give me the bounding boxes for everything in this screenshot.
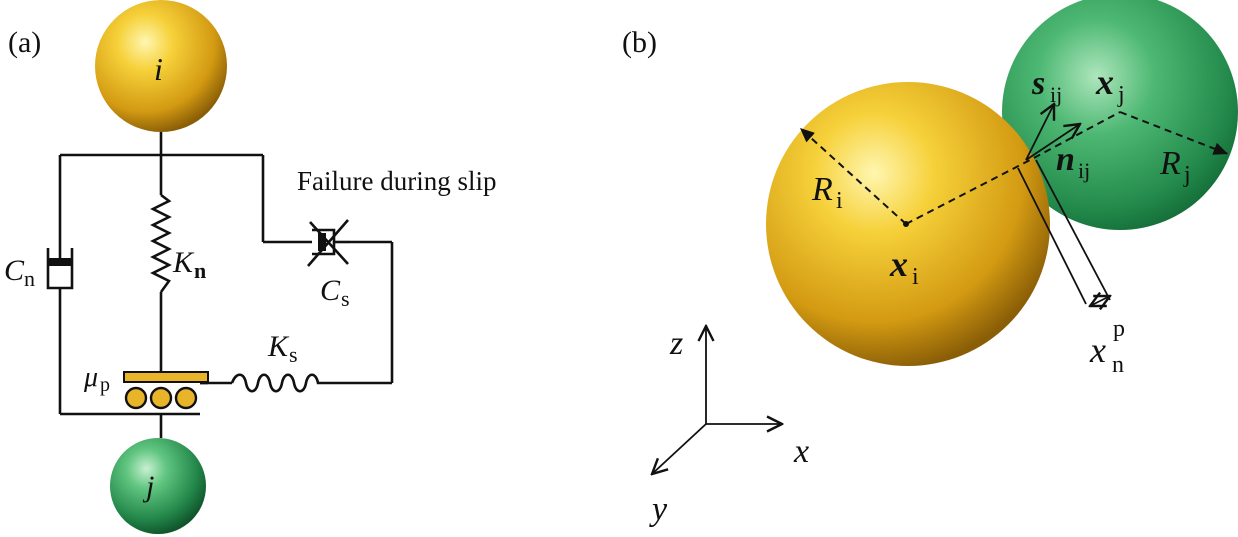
coordinate-axes [652,326,782,474]
shear-damper [312,228,350,256]
radius-i-symbol: R [811,171,833,208]
spring-kn-symbol: K [172,246,195,279]
shear-spring [230,373,325,393]
axis-z-label: z [669,325,683,362]
penetration-arrow [1090,296,1110,306]
axis-x-label: x [793,433,809,470]
spring-ks-subscript: s [289,342,298,367]
normal-spring [150,193,172,293]
normal-vector [1025,124,1080,161]
normal-vector-subscript: ij [1078,158,1090,183]
radius-j-line [1119,111,1229,155]
radius-j-subscript: j [1183,162,1191,188]
center-i-symbol: x [889,244,908,284]
center-j-subscript: j [1117,82,1125,108]
center-line [905,111,1121,225]
center-i-subscript: i [912,264,919,290]
shear-vector-subscript: ij [1050,82,1062,107]
particle-j-label: j [142,470,154,503]
damper-cn-subscript: n [24,266,35,291]
spring-ks-symbol: K [267,330,290,363]
particle-j: j [110,438,206,534]
radius-i-subscript: i [836,188,843,214]
shear-vector-symbol: s [1031,65,1045,102]
damper-cs-subscript: s [341,286,350,311]
center-i-dot [903,221,909,227]
friction-slider [123,371,209,410]
panel-b-label: (b) [622,26,657,59]
penetration-symbol: x [1089,330,1106,370]
radius-j-symbol: R [1159,145,1181,182]
penetration-superscript: p [1113,316,1125,342]
friction-mu-subscript: p [100,374,110,396]
friction-mu-symbol: μ [83,362,98,393]
penetration-line-1 [1017,167,1087,305]
center-j-symbol: x [1095,62,1114,102]
penetration-subscript: n [1112,352,1124,378]
failure-cross-icon [307,219,349,267]
panel-a-label: (a) [8,26,41,59]
axis-y-label: y [649,491,668,528]
penetration-line-2 [1035,159,1111,301]
spring-kn-subscript: n [194,258,206,283]
shear-vector [1025,104,1054,161]
damper-cn-symbol: C [4,254,25,287]
sphere-j [1002,0,1238,230]
particle-i-label: i [154,51,163,87]
circuit-wires [58,132,394,438]
particle-i: i [95,0,227,132]
normal-damper [46,240,74,290]
normal-vector-symbol: n [1056,141,1075,178]
failure-during-slip-text: Failure during slip [297,166,496,196]
damper-cs-symbol: C [320,274,341,307]
